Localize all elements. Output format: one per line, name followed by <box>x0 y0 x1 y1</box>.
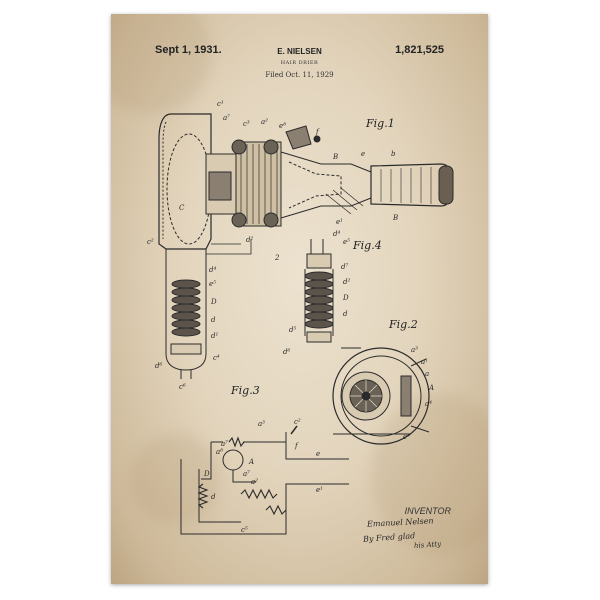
svg-text:a³: a³ <box>411 346 418 354</box>
svg-text:d²: d² <box>246 236 253 244</box>
heating-coil-drawing: d⁴ e⁵ d⁷ d² D d d⁵ d⁶ 2 <box>274 230 350 356</box>
patent-inventor: E. NIELSEN <box>277 47 322 56</box>
svg-text:A: A <box>428 384 434 392</box>
patent-drawing: c¹ a⁷ c³ a² e⁸ f B e b C c² d⁴ e⁵ D d d¹… <box>147 100 454 535</box>
svg-text:e⁸: e⁸ <box>279 122 286 130</box>
svg-text:e⁸: e⁸ <box>403 433 410 441</box>
svg-text:C: C <box>179 204 185 212</box>
fan-end-view-drawing: a³ a¹ a A a⁴ e⁸ <box>332 346 434 445</box>
svg-text:a⁷: a⁷ <box>223 114 230 122</box>
svg-text:c²: c² <box>294 418 301 426</box>
svg-text:a⁷: a⁷ <box>243 470 250 478</box>
svg-text:f: f <box>315 128 320 136</box>
svg-text:a¹: a¹ <box>421 358 428 366</box>
svg-text:a²: a² <box>261 118 268 126</box>
fig-2-label: Fig.2 <box>389 318 418 331</box>
patent-date: Sept 1, 1931. <box>155 44 222 56</box>
svg-text:c²: c² <box>147 238 154 246</box>
svg-text:a²: a² <box>251 478 258 486</box>
svg-text:e: e <box>316 450 320 458</box>
svg-text:d⁴: d⁴ <box>209 266 216 274</box>
patent-number: 1,821,525 <box>395 44 444 56</box>
svg-text:a: a <box>425 370 429 378</box>
svg-text:c¹: c¹ <box>217 100 224 108</box>
inventor-label: INVENTOR <box>404 506 451 516</box>
svg-text:e¹: e¹ <box>316 486 323 494</box>
svg-text:2: 2 <box>274 254 280 262</box>
svg-text:a⁴: a⁴ <box>425 400 432 408</box>
svg-text:d: d <box>343 310 348 318</box>
wiring-diagram-drawing: a³ c² a⁷ a⁸ A f e a⁷ D d a² e¹ c⁵ <box>180 418 349 535</box>
svg-text:A: A <box>248 458 254 466</box>
svg-text:f: f <box>294 442 299 450</box>
svg-text:e¹: e¹ <box>336 218 343 226</box>
svg-text:d¹: d¹ <box>211 332 218 340</box>
patent-poster: Sept 1, 1931. E. NIELSEN 1,821,525 HAIR … <box>111 14 488 584</box>
svg-text:e: e <box>361 150 365 158</box>
dryer-body-drawing <box>158 113 454 379</box>
paper-stain <box>371 394 488 554</box>
patent-title: HAIR DRIER <box>280 60 319 66</box>
svg-text:d⁶: d⁶ <box>155 362 162 370</box>
svg-text:B: B <box>392 214 398 222</box>
svg-text:a⁷: a⁷ <box>221 440 228 448</box>
svg-text:d⁴: d⁴ <box>333 230 340 238</box>
svg-text:D: D <box>210 298 217 306</box>
svg-text:e⁵: e⁵ <box>343 238 350 246</box>
svg-text:a³: a³ <box>258 420 265 428</box>
fig1-reference-labels: c¹ a⁷ c³ a² e⁸ f B e b C c² d⁴ e⁵ D d d¹… <box>147 100 398 391</box>
patent-filed-date: Filed Oct. 11, 1929 <box>265 71 334 79</box>
svg-text:c⁵: c⁵ <box>241 526 248 534</box>
svg-text:d⁵: d⁵ <box>289 326 296 334</box>
svg-text:c³: c³ <box>243 120 250 128</box>
svg-text:D: D <box>342 294 349 302</box>
svg-text:d⁷: d⁷ <box>341 263 348 271</box>
fig-1-label: Fig.1 <box>366 117 395 130</box>
svg-text:a⁸: a⁸ <box>216 448 223 456</box>
fig-3-label: Fig.3 <box>231 384 260 397</box>
fig-4-label: Fig.4 <box>353 239 382 252</box>
svg-text:B: B <box>332 153 338 161</box>
svg-text:d: d <box>211 493 216 501</box>
svg-text:d²: d² <box>343 278 350 286</box>
svg-text:b: b <box>391 150 396 158</box>
svg-text:c⁶: c⁶ <box>179 383 186 391</box>
svg-text:e⁵: e⁵ <box>209 280 216 288</box>
svg-text:c⁴: c⁴ <box>213 354 220 362</box>
svg-text:d: d <box>211 316 216 324</box>
svg-text:D: D <box>203 470 210 478</box>
svg-text:d⁶: d⁶ <box>283 348 290 356</box>
